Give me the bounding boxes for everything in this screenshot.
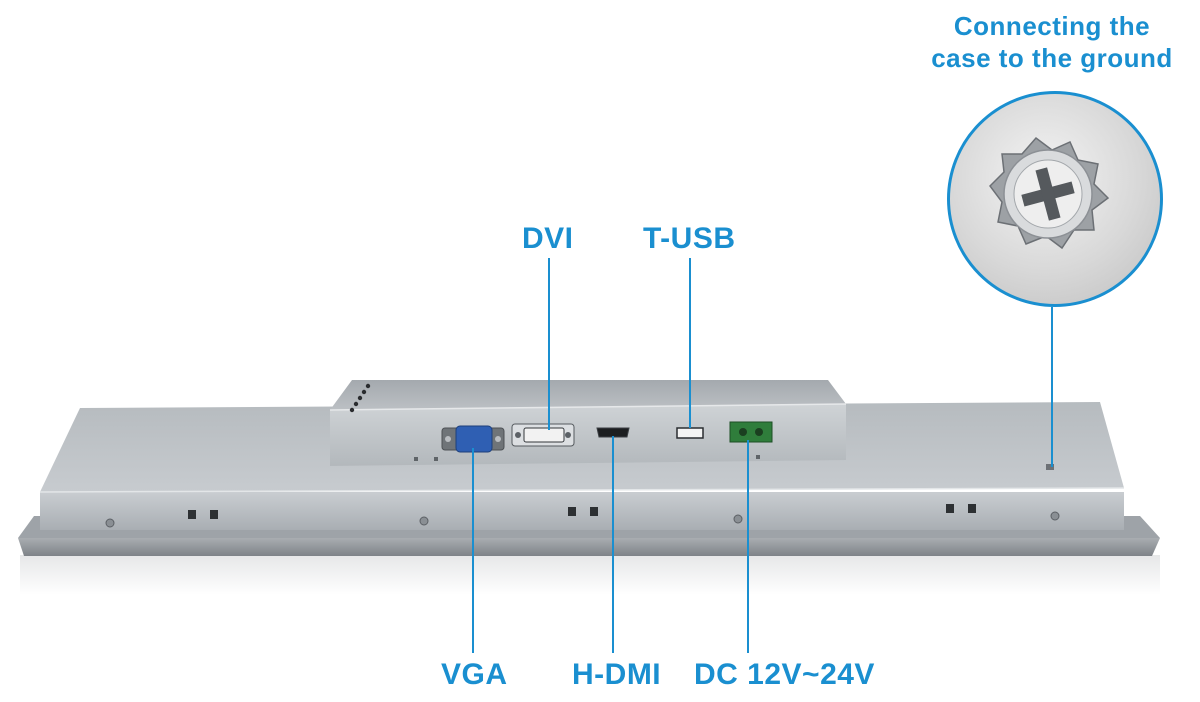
io-box-top: [330, 380, 846, 410]
shell-vents: [188, 504, 976, 519]
dc-terminal-icon: [729, 421, 773, 443]
leader-vga: [472, 448, 474, 653]
vga-label: VGA: [441, 658, 508, 691]
hdmi-port-icon: [596, 427, 630, 438]
status-leds: [349, 383, 371, 413]
front-bezel: [18, 538, 1160, 556]
leader-dvi: [548, 258, 550, 430]
floor-reflection: [20, 555, 1160, 595]
leader-tusb: [689, 258, 691, 428]
shell-screws: [105, 511, 1060, 528]
ground-screw-point: [1046, 464, 1054, 470]
leader-hdmi: [612, 436, 614, 653]
leader-ground: [1051, 307, 1053, 467]
ground-label-line-1: Connecting the: [953, 11, 1151, 41]
ground-screw-callout: [947, 91, 1163, 307]
usb-port-icon: [676, 427, 704, 439]
tusb-label: T-USB: [643, 222, 736, 255]
dc-label: DC 12V~24V: [694, 658, 875, 691]
io-box-screws: [414, 455, 760, 461]
dvi-label: DVI: [522, 222, 574, 255]
vga-port-icon: [441, 425, 505, 453]
leader-dc: [747, 440, 749, 653]
rear-shell-front: [40, 492, 1124, 530]
ground-label: Connecting the case to the ground: [918, 10, 1186, 74]
hdmi-label: H-DMI: [572, 658, 662, 691]
ground-screw-icon: [989, 136, 1110, 250]
dvi-port-icon: [511, 423, 575, 447]
ground-label-line-2: case to the ground: [931, 43, 1173, 73]
